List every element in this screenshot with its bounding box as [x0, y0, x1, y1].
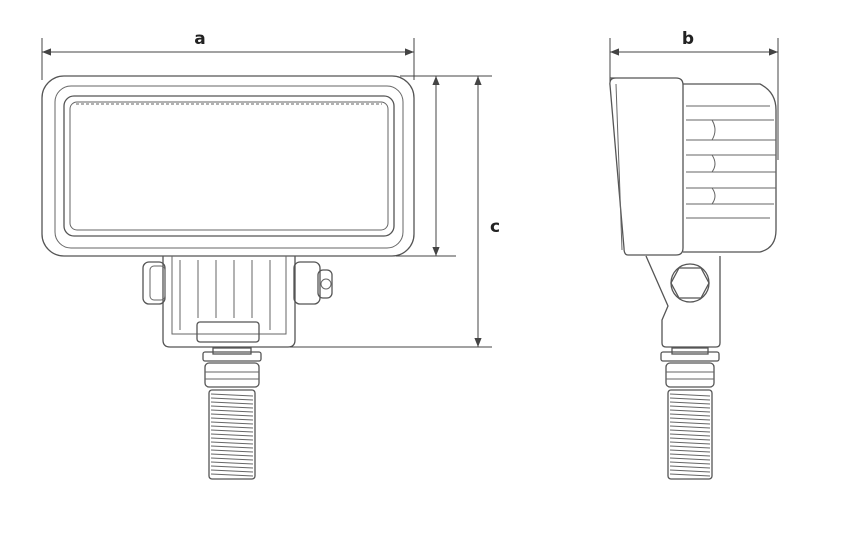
thread-line [669, 457, 711, 461]
thread-line [669, 417, 711, 421]
thread-line [210, 457, 254, 461]
thread-line [210, 453, 254, 457]
thread-line [210, 469, 254, 473]
thread-line [669, 393, 711, 397]
thread-line [669, 469, 711, 473]
dimension-c: c [290, 75, 500, 348]
thread-line [210, 429, 254, 433]
bolt-threads [210, 393, 254, 477]
thread-line [669, 401, 711, 405]
dimension-height-inner [396, 75, 456, 257]
thread-line [210, 461, 254, 465]
thread-line [210, 445, 254, 449]
thread-line [210, 417, 254, 421]
thread-line [669, 461, 711, 465]
thread-line [669, 445, 711, 449]
dimension-b-label: b [682, 29, 694, 49]
thread-line [210, 401, 254, 405]
side-bolt [660, 347, 720, 480]
side-view [609, 77, 777, 480]
thread-line [669, 437, 711, 441]
thread-line [210, 393, 254, 397]
thread-line [210, 465, 254, 469]
dimension-b: b [609, 29, 779, 160]
dimension-a: a [41, 29, 415, 80]
thread-line [210, 437, 254, 441]
thread-line [669, 425, 711, 429]
thread-line [669, 441, 711, 445]
front-bracket [142, 256, 333, 348]
lens-outer [63, 95, 395, 237]
thread-line [669, 433, 711, 437]
thread-line [669, 413, 711, 417]
thread-line [210, 397, 254, 401]
side-bracket [645, 255, 721, 348]
thread-line [669, 397, 711, 401]
thread-line [669, 405, 711, 409]
thread-line [669, 421, 711, 425]
lens-inner [69, 101, 389, 231]
thread-line [669, 429, 711, 433]
thread-line [669, 409, 711, 413]
bolt-threads-side [669, 393, 711, 477]
front-bolt [202, 347, 262, 480]
thread-line [210, 441, 254, 445]
thread-line [210, 421, 254, 425]
front-housing-inner [54, 85, 404, 249]
thread-line [210, 433, 254, 437]
thread-line [669, 453, 711, 457]
thread-line [669, 449, 711, 453]
thread-line [210, 413, 254, 417]
side-heatsink [683, 83, 777, 253]
dimension-a-label: a [194, 29, 205, 49]
thread-line [669, 465, 711, 469]
thread-line [210, 409, 254, 413]
thread-line [210, 405, 254, 409]
front-view [41, 75, 415, 480]
dimension-c-label: c [490, 217, 500, 237]
thread-line [669, 473, 711, 477]
thread-line [210, 473, 254, 477]
thread-line [210, 425, 254, 429]
front-housing-outer [41, 75, 415, 257]
heatsink-fins [686, 105, 776, 219]
thread-line [210, 449, 254, 453]
